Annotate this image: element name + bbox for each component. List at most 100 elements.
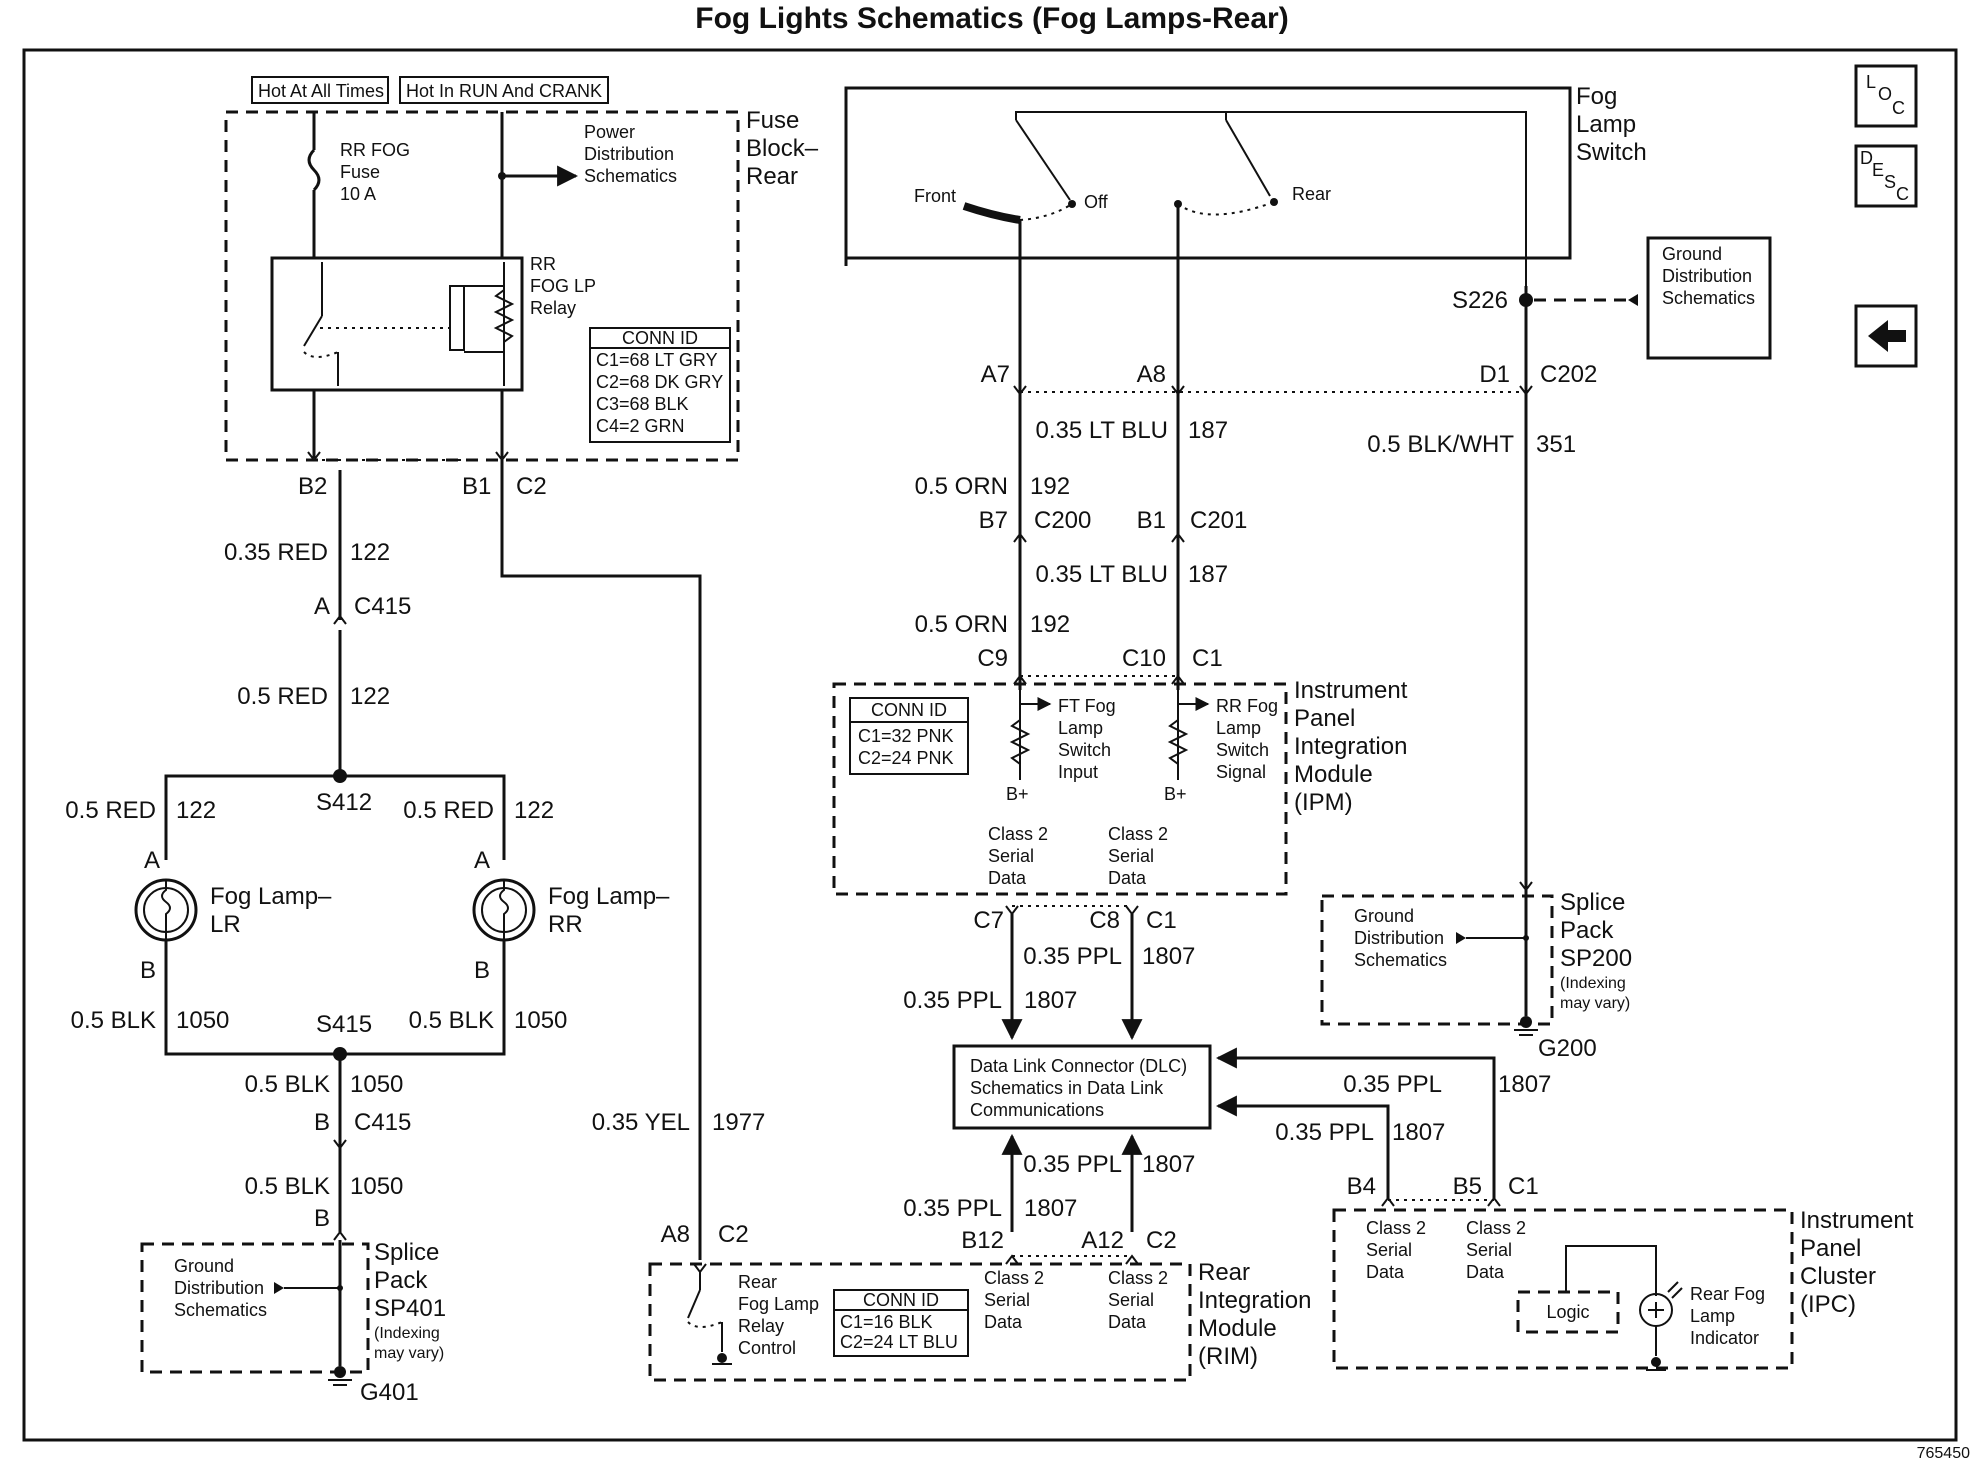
svg-text:Panel: Panel: [1294, 705, 1355, 732]
svg-text:Control: Control: [738, 1338, 796, 1358]
svg-text:Instrument: Instrument: [1800, 1207, 1914, 1234]
data-link-connector[interactable]: [952, 1044, 1212, 1130]
svg-text:Relay: Relay: [530, 298, 576, 318]
svg-text:Power: Power: [584, 122, 635, 142]
svg-text:C1=16 BLK: C1=16 BLK: [840, 1312, 933, 1332]
svg-text:Distribution: Distribution: [174, 1278, 264, 1298]
svg-text:0.5 BLK: 0.5 BLK: [71, 1007, 156, 1034]
rim-conn-id-box: [833, 1289, 969, 1357]
svg-text:FT Fog: FT Fog: [1058, 696, 1116, 716]
svg-text:(IPM): (IPM): [1294, 789, 1353, 816]
svg-text:A: A: [474, 847, 490, 874]
desc-button[interactable]: D E S C: [1854, 144, 1918, 208]
svg-text:Ground: Ground: [1354, 906, 1414, 926]
svg-text:SP401: SP401: [374, 1295, 446, 1322]
svg-text:0.35 PPL: 0.35 PPL: [903, 987, 1002, 1014]
back-button[interactable]: [1854, 304, 1918, 368]
svg-text:B7: B7: [979, 507, 1008, 534]
svg-text:192: 192: [1030, 473, 1070, 500]
svg-text:Data: Data: [1108, 1312, 1147, 1332]
relay-switch-icon: [303, 315, 323, 347]
svg-text:C415: C415: [354, 593, 411, 620]
rear-switch-icon: [1225, 119, 1271, 197]
svg-text:Class 2: Class 2: [984, 1268, 1044, 1288]
svg-text:Instrument: Instrument: [1294, 677, 1408, 704]
svg-text:G401: G401: [360, 1379, 419, 1406]
svg-text:1050: 1050: [514, 1007, 567, 1034]
svg-text:CONN ID: CONN ID: [622, 328, 698, 348]
svg-text:Communications: Communications: [970, 1100, 1104, 1120]
svg-text:C2=24 LT BLU: C2=24 LT BLU: [840, 1332, 958, 1352]
svg-text:Lamp: Lamp: [1576, 111, 1636, 138]
svg-text:192: 192: [1030, 611, 1070, 638]
svg-text:Module: Module: [1294, 761, 1373, 788]
svg-text:187: 187: [1188, 417, 1228, 444]
svg-text:Data: Data: [1466, 1262, 1505, 1282]
svg-text:Lamp: Lamp: [1690, 1306, 1735, 1326]
svg-text:0.35 LT BLU: 0.35 LT BLU: [1035, 417, 1168, 444]
svg-text:0.5 ORN: 0.5 ORN: [915, 611, 1008, 638]
svg-text:0.5 BLK: 0.5 BLK: [245, 1071, 330, 1098]
svg-text:Indicator: Indicator: [1690, 1328, 1759, 1348]
svg-text:LR: LR: [210, 911, 241, 938]
svg-text:C2: C2: [516, 473, 547, 500]
svg-text:Input: Input: [1058, 762, 1098, 782]
svg-text:Serial: Serial: [1108, 846, 1154, 866]
svg-text:Fuse: Fuse: [340, 162, 380, 182]
svg-text:B1: B1: [462, 473, 491, 500]
svg-text:Fog Lamp: Fog Lamp: [738, 1294, 819, 1314]
svg-text:D1: D1: [1479, 361, 1510, 388]
svg-text:RR Fog: RR Fog: [1216, 696, 1278, 716]
svg-text:B5: B5: [1453, 1173, 1482, 1200]
fog-lamp-switch: [844, 86, 1572, 266]
svg-text:Fuse: Fuse: [746, 107, 799, 134]
svg-text:A12: A12: [1081, 1227, 1124, 1254]
svg-text:Fog: Fog: [1576, 83, 1617, 110]
svg-text:0.5 ORN: 0.5 ORN: [915, 473, 1008, 500]
svg-text:0.5 RED: 0.5 RED: [237, 683, 328, 710]
svg-text:C1: C1: [1146, 907, 1177, 934]
loc-letter-o: O: [1878, 84, 1892, 104]
svg-text:1807: 1807: [1392, 1119, 1445, 1146]
svg-text:0.5 BLK/WHT: 0.5 BLK/WHT: [1367, 431, 1514, 458]
svg-text:B2: B2: [298, 473, 327, 500]
svg-text:Rear Fog: Rear Fog: [1690, 1284, 1765, 1304]
svg-text:Schematics: Schematics: [584, 166, 677, 186]
svg-text:Relay: Relay: [738, 1316, 784, 1336]
svg-text:0.35 PPL: 0.35 PPL: [1275, 1119, 1374, 1146]
fuse-icon: [307, 148, 321, 192]
diagram-title: Fog Lights Schematics (Fog Lamps-Rear): [695, 2, 1288, 35]
rr-fog-lp-relay: [270, 256, 524, 392]
svg-text:Block–: Block–: [746, 135, 819, 162]
svg-text:Cluster: Cluster: [1800, 1263, 1876, 1290]
svg-text:Switch: Switch: [1058, 740, 1111, 760]
svg-text:Switch: Switch: [1216, 740, 1269, 760]
svg-text:0.35 RED: 0.35 RED: [224, 539, 328, 566]
rim-relay-switch-icon: [687, 1289, 701, 1319]
svg-text:0.35 PPL: 0.35 PPL: [1343, 1071, 1442, 1098]
svg-text:B4: B4: [1347, 1173, 1376, 1200]
svg-text:may vary): may vary): [374, 1345, 444, 1362]
svg-text:1050: 1050: [176, 1007, 229, 1034]
svg-text:(Indexing: (Indexing: [1560, 975, 1626, 992]
svg-text:Off: Off: [1084, 192, 1109, 212]
svg-text:0.35 PPL: 0.35 PPL: [1023, 943, 1122, 970]
figure-id: 765450: [1917, 1445, 1970, 1462]
rim-module: [648, 1262, 1192, 1382]
svg-text:B+: B+: [1006, 784, 1029, 804]
svg-text:10 A: 10 A: [340, 184, 376, 204]
svg-text:0.35 PPL: 0.35 PPL: [903, 1195, 1002, 1222]
svg-text:1807: 1807: [1024, 1195, 1077, 1222]
svg-text:C2=68 DK GRY: C2=68 DK GRY: [596, 372, 723, 392]
loc-letter-c: C: [1892, 98, 1905, 118]
svg-text:1807: 1807: [1142, 943, 1195, 970]
loc-button[interactable]: L O C: [1854, 64, 1918, 128]
svg-text:0.35 PPL: 0.35 PPL: [1023, 1151, 1122, 1178]
svg-text:CONN ID: CONN ID: [863, 1290, 939, 1310]
svg-text:C2: C2: [718, 1221, 749, 1248]
svg-text:Splice: Splice: [1560, 889, 1625, 916]
svg-text:Logic: Logic: [1546, 1302, 1589, 1322]
svg-text:0.5 BLK: 0.5 BLK: [409, 1007, 494, 1034]
outer-border: [22, 48, 1958, 1442]
